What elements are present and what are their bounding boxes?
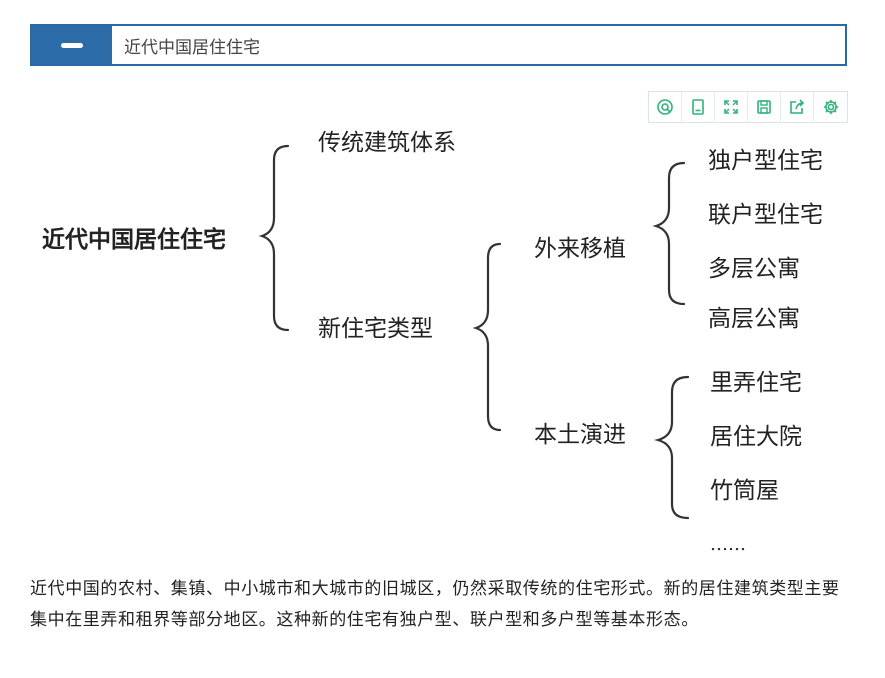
branch-traditional: 传统建筑体系 <box>318 130 456 156</box>
local-item-more: …… <box>710 534 746 555</box>
reader-button[interactable] <box>682 92 715 122</box>
foreign-item: 独户型住宅 <box>708 148 823 174</box>
root-node: 近代中国居住住宅 <box>42 226 226 253</box>
book-icon <box>692 99 704 115</box>
zoom-search-button[interactable] <box>649 92 682 122</box>
page-title: 近代中国居住住宅 <box>124 37 260 58</box>
expand-icon <box>724 100 738 114</box>
save-button[interactable] <box>748 92 781 122</box>
branch-new: 新住宅类型 <box>318 316 433 342</box>
brace-level1 <box>258 144 290 332</box>
sub-foreign: 外来移植 <box>534 236 626 262</box>
settings-button[interactable] <box>814 92 847 122</box>
sub-local: 本土演进 <box>534 422 626 448</box>
brace-local <box>654 375 690 520</box>
minus-icon <box>61 42 83 48</box>
hierarchy-diagram: 近代中国居住住宅 传统建筑体系 新住宅类型 外来移植 本土演进 独户型住宅 联户… <box>42 130 823 555</box>
gear-icon <box>823 99 838 115</box>
foreign-item: 联户型住宅 <box>708 202 823 228</box>
foreign-item: 高层公寓 <box>708 306 800 332</box>
image-toolbar <box>648 91 848 123</box>
search-icon <box>657 99 673 115</box>
brace-level2 <box>472 242 502 432</box>
local-item: 里弄住宅 <box>710 370 802 396</box>
share-icon <box>790 99 805 114</box>
title-bar: 近代中国居住住宅 <box>30 24 847 66</box>
foreign-item: 多层公寓 <box>708 256 800 282</box>
brace-foreign <box>652 161 686 306</box>
caption-text: 近代中国的农村、集镇、中小城市和大城市的旧城区，仍然采取传统的住宅形式。新的居住… <box>30 579 840 630</box>
collapse-button[interactable] <box>32 26 112 64</box>
share-button[interactable] <box>781 92 814 122</box>
local-item: 居住大院 <box>710 424 802 450</box>
fullscreen-button[interactable] <box>715 92 748 122</box>
local-item: 竹筒屋 <box>710 478 779 504</box>
save-icon <box>757 100 771 114</box>
